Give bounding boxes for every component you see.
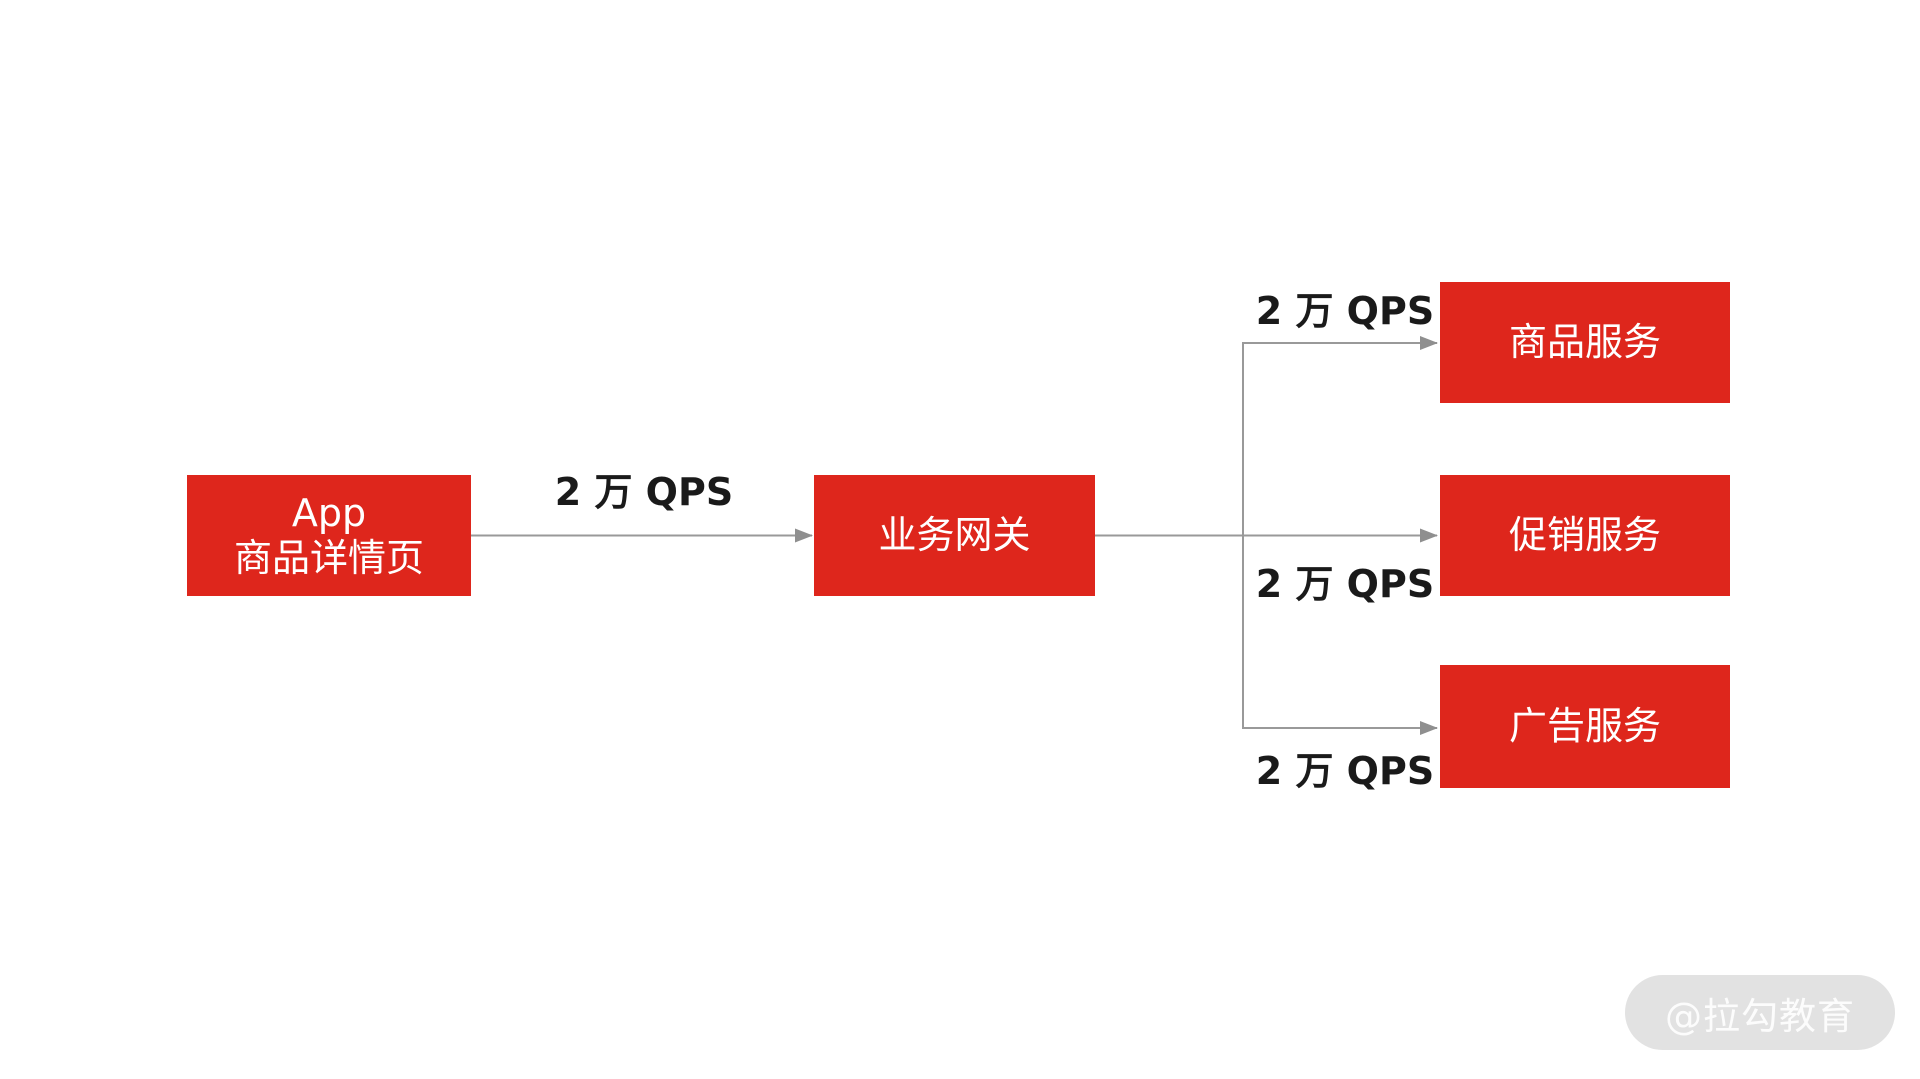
node-app-label-line2: 商品详情页 (233, 535, 424, 580)
edge-gateway-to-ad (1242, 535, 1438, 735)
watermark-text: @拉勾教育 (1665, 994, 1855, 1038)
node-business-gateway: 业务网关 (814, 475, 1095, 596)
edge-gateway-to-product (1242, 336, 1438, 536)
edge-label-gateway-to-ad-qps: 2 万 QPS (1255, 749, 1435, 793)
node-promo-service: 促销服务 (1440, 475, 1730, 596)
edge-label-gateway-to-promo-qps: 2 万 QPS (1255, 562, 1435, 606)
node-ad-label: 广告服务 (1508, 704, 1661, 749)
node-app-label-line1: App (291, 490, 367, 535)
node-ad-service: 广告服务 (1440, 665, 1730, 788)
node-promo-label: 促销服务 (1508, 513, 1661, 558)
watermark-badge: @拉勾教育 (1625, 975, 1895, 1050)
node-product-service: 商品服务 (1440, 282, 1730, 403)
node-product-label: 商品服务 (1508, 320, 1661, 365)
edge-label-gateway-to-product-qps: 2 万 QPS (1255, 289, 1435, 333)
node-gateway-label: 业务网关 (878, 513, 1031, 558)
node-app-product-detail-page: App 商品详情页 (187, 475, 471, 596)
edge-label-app-to-gateway-qps: 2 万 QPS (554, 470, 734, 514)
